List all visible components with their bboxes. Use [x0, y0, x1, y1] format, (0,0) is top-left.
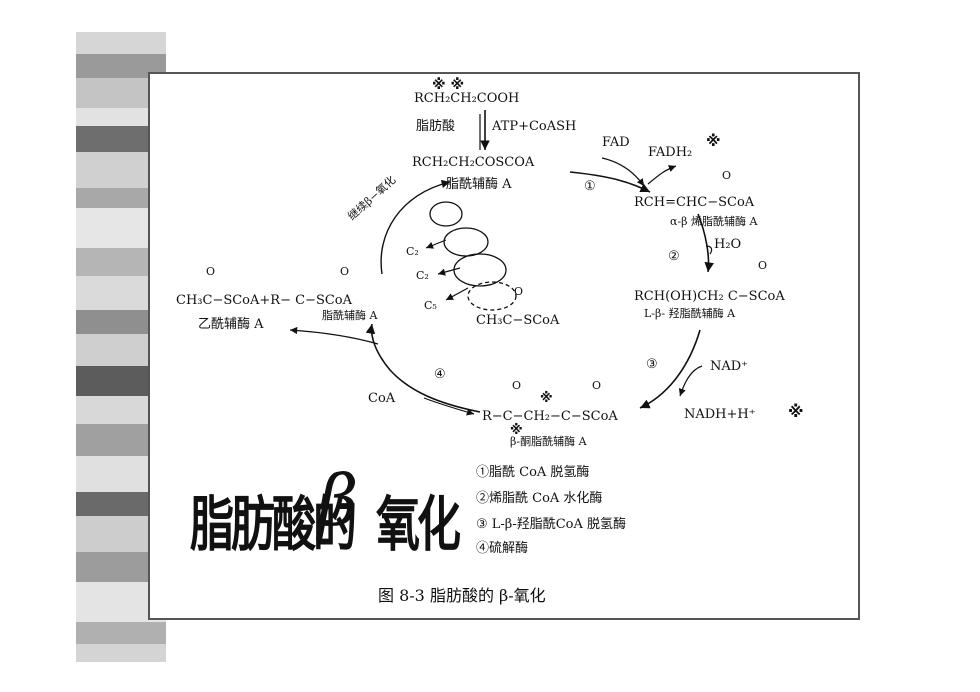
step3-arrow — [639, 329, 701, 409]
acyl-coa-formula: RCH₂CH₂COSCOA — [412, 155, 535, 170]
acetyl-coa-name: 乙酰辅酶 A — [198, 317, 264, 332]
reaction-arrows — [289, 110, 714, 416]
fadh2-arrow — [647, 165, 677, 185]
legend-item: ④硫解酶 — [476, 541, 529, 556]
spiral-acetyl-formula: CH₃C−SCoA — [476, 313, 560, 328]
legend-item: ②烯脂酰 CoA 水化酶 — [476, 491, 603, 506]
acetyl-out-arrow — [289, 326, 379, 345]
coa-label: CoA — [368, 391, 396, 406]
product-oxygen-2: O — [340, 265, 350, 278]
c2-label-2: C₂ — [416, 269, 429, 282]
shortened-acyl-name: 脂酰辅酶 A — [322, 309, 378, 322]
enoyl-oxygen: O — [722, 169, 732, 182]
legend-item: ①脂酰 CoA 脱氢酶 — [476, 465, 590, 480]
step2-number: ② — [668, 249, 680, 264]
big-title-beta: β — [318, 460, 359, 542]
continue-arrow — [380, 179, 451, 275]
c2-arrow-1 — [425, 239, 447, 249]
c5-label: C₅ — [424, 299, 437, 312]
step4-arrow — [365, 323, 481, 413]
step2-arrow — [697, 213, 714, 273]
activation-label: ATP+CoASH — [492, 119, 577, 134]
top-stars: ※ ※ — [432, 77, 465, 93]
step1-arrow — [569, 171, 651, 193]
coa-arrow — [423, 397, 475, 416]
nadh-star: ※ — [788, 402, 804, 421]
fad-arrow — [601, 157, 645, 187]
water-arrow — [705, 245, 713, 255]
fatty-acid-formula: RCH₂CH₂COOH — [414, 91, 520, 106]
c2-arrow-2 — [437, 267, 461, 276]
big-title-part2: 氧化 — [376, 490, 461, 560]
fadh2-label: FADH₂ — [648, 145, 693, 160]
step4-number: ④ — [434, 367, 446, 382]
nadh-label: NADH+H⁺ — [684, 407, 756, 422]
acyl-coa-name: 脂酰辅酶 A — [446, 177, 512, 192]
keto-oxygen-2: O — [592, 379, 602, 392]
hydroxy-oxygen: O — [758, 259, 768, 272]
nad-arrow — [678, 365, 703, 397]
big-title-part1: 脂肪酸的 — [190, 490, 357, 560]
keto-star-bottom: ※ — [510, 423, 523, 438]
diagram-frame: ※ ※ RCH₂CH₂COOH 脂肪酸 ATP+CoASH RCH₂CH₂COS… — [148, 72, 860, 620]
keto-formula: R−C−CH₂−C−SCoA — [482, 409, 618, 424]
nad-label: NAD⁺ — [710, 359, 749, 374]
enoyl-formula: RCH=CHC−SCoA — [634, 195, 755, 210]
step1-number: ① — [584, 179, 596, 194]
fadh2-star: ※ — [706, 132, 721, 150]
product-formula: CH₃C−SCoA+R− C−SCoA — [176, 293, 353, 308]
keto-name: β-酮脂酰辅酶 A — [510, 435, 587, 448]
water-label: H₂O — [714, 237, 742, 252]
c2-label-1: C₂ — [406, 245, 419, 258]
keto-star-top: ※ — [540, 391, 553, 406]
step3-number: ③ — [646, 357, 658, 372]
fad-label: FAD — [602, 135, 630, 150]
hydroxy-name: L-β- 羟脂酰辅酶 A — [644, 307, 736, 320]
legend-item: ③ L-β-羟脂酰CoA 脱氢酶 — [476, 517, 627, 532]
c5-arrow — [445, 287, 469, 301]
fatty-acid-label: 脂肪酸 — [416, 119, 456, 134]
hydroxy-formula: RCH(OH)CH₂ C−SCoA — [634, 289, 785, 304]
product-oxygen-1: O — [206, 265, 216, 278]
spiral — [429, 201, 517, 311]
spiral-oxygen: O — [514, 285, 524, 298]
enoyl-name: α-β 烯脂酰辅酶 A — [670, 215, 758, 228]
keto-oxygen-1: O — [512, 379, 522, 392]
figure-caption: 图 8-3 脂肪酸的 β-氧化 — [378, 586, 546, 605]
